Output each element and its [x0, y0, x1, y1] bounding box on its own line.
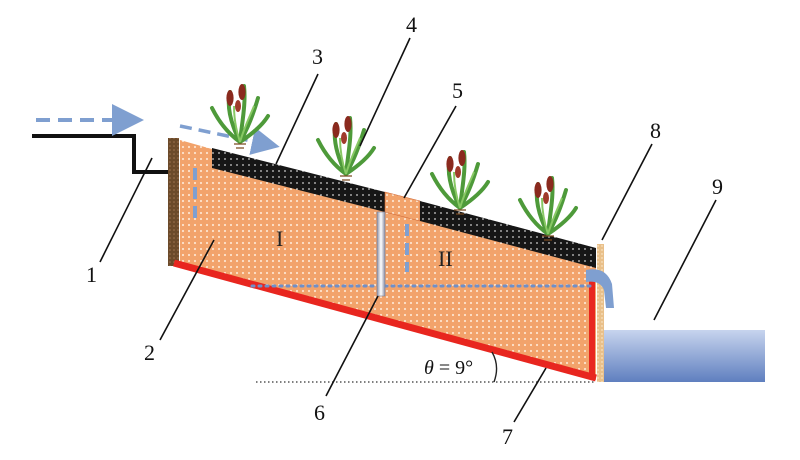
receiving-pond [604, 330, 765, 382]
cattail-plant-icon [518, 176, 578, 241]
inlet-wall [168, 138, 179, 266]
label-1: 1 [86, 262, 97, 287]
substrate-body [180, 140, 596, 380]
label-8: 8 [650, 118, 661, 143]
leader-line-1 [99, 157, 153, 263]
leader-line-3 [275, 73, 319, 165]
gravel-layer-a [212, 148, 385, 212]
angle-symbol: θ [424, 357, 434, 379]
outflow-spout [586, 269, 614, 308]
label-3: 3 [312, 44, 323, 69]
angle-arc [491, 351, 498, 383]
label-7: 7 [502, 424, 513, 449]
leader-line-6 [325, 295, 379, 397]
outlet-board [597, 244, 604, 382]
cattail-plant-icon [430, 150, 490, 215]
leader-lines [99, 37, 717, 423]
label-2: 2 [144, 340, 155, 365]
label-6: 6 [314, 400, 325, 425]
leader-line-2 [159, 239, 215, 341]
cattail-plant-icon [210, 84, 270, 149]
label-4: 4 [406, 12, 417, 37]
label-9: 9 [712, 174, 723, 199]
surface-flow-arrow [179, 124, 280, 155]
leader-line-5 [403, 105, 457, 199]
zone-label-2: II [438, 246, 453, 271]
leader-line-8 [601, 143, 653, 241]
angle-value: = 9° [434, 357, 473, 379]
cattail-plant-icon [316, 116, 376, 181]
gravel-layer-b [420, 201, 596, 268]
inlet-pipe [32, 134, 172, 174]
leader-line-4 [359, 37, 411, 147]
angle-label: θ = 9° [424, 357, 473, 379]
leader-line-7 [513, 367, 547, 423]
bottom-liner [173, 259, 597, 382]
label-5: 5 [452, 78, 463, 103]
leader-line-9 [653, 199, 717, 321]
zone-label-1: I [276, 226, 283, 251]
divider-pipe [376, 211, 386, 297]
